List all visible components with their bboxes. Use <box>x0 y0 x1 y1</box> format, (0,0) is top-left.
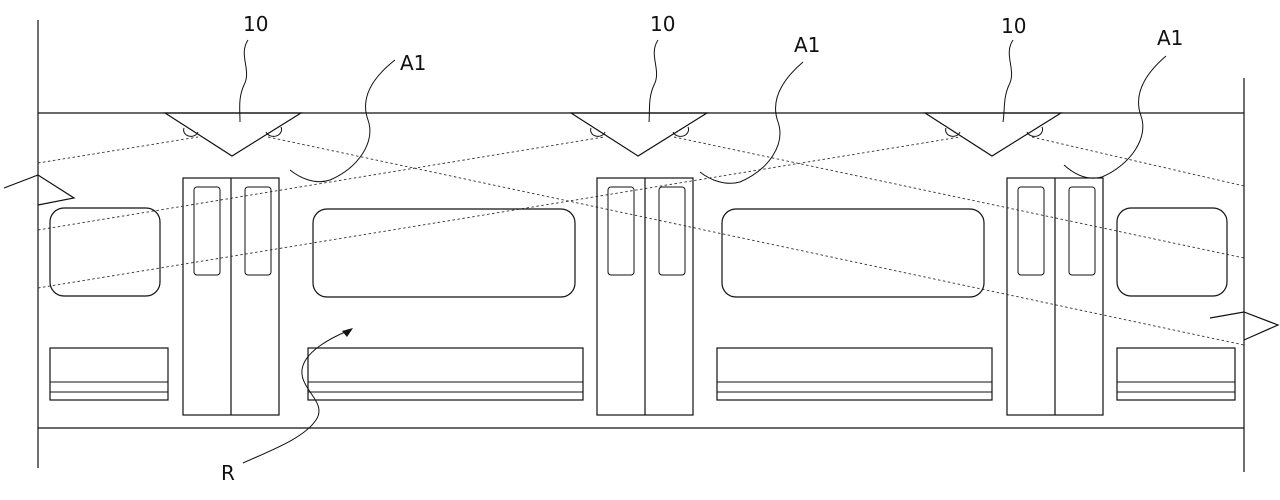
door-1 <box>182 177 280 416</box>
label-10-2: 10 <box>650 12 675 36</box>
sensor-unit-3 <box>922 112 1064 157</box>
label-a1-1: A1 <box>400 51 426 75</box>
leader-lines-10 <box>239 39 1014 123</box>
car-body <box>37 20 1245 472</box>
sensor-unit-2 <box>568 112 710 157</box>
label-10-1: 10 <box>243 12 268 36</box>
seat-2 <box>307 347 584 401</box>
door-3 <box>1006 177 1104 416</box>
sensor-unit-1 <box>162 112 304 157</box>
seat-3 <box>716 347 993 401</box>
arrow-head <box>342 328 353 337</box>
label-a1-2: A1 <box>794 33 820 57</box>
windows <box>49 207 1228 298</box>
break-mark-right <box>1209 311 1280 341</box>
sensing-area-lines <box>37 136 1245 346</box>
seat-1 <box>49 347 169 401</box>
leader-line-r <box>242 328 353 464</box>
label-r: R <box>221 461 235 485</box>
seat-4 <box>1116 347 1236 401</box>
door-2 <box>596 177 694 416</box>
leader-lines-a1 <box>289 55 1167 184</box>
label-10-3: 10 <box>1001 14 1026 38</box>
label-a1-3: A1 <box>1157 26 1183 50</box>
break-mark-left <box>3 174 76 206</box>
